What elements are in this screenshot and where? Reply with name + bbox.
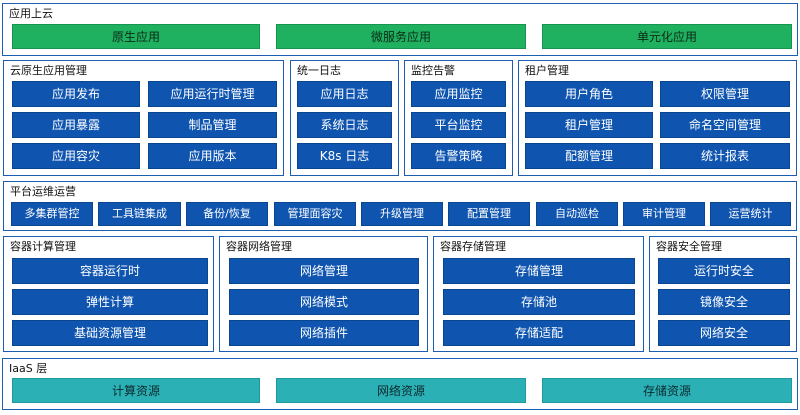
network-mode-box: 网络模式 xyxy=(229,289,419,315)
storage-adapter-box: 存储适配 xyxy=(443,320,635,346)
iaas-layer-panel: IaaS 层 计算资源 网络资源 存储资源 xyxy=(2,358,798,410)
unified-log-panel: 统一日志 应用日志 系统日志 K8s 日志 xyxy=(290,60,399,176)
platform-monitor-box: 平台监控 xyxy=(411,112,506,138)
microservice-app-box: 微服务应用 xyxy=(276,24,526,49)
system-log-box: 系统日志 xyxy=(297,112,392,138)
monitoring-panel: 监控告警 应用监控 平台监控 告警策略 xyxy=(404,60,513,176)
container-network-title: 容器网络管理 xyxy=(226,240,292,253)
app-log-box: 应用日志 xyxy=(297,81,392,107)
multi-cluster-box: 多集群管控 xyxy=(11,202,93,226)
iaas-layer-title: IaaS 层 xyxy=(9,362,48,375)
network-plugin-box: 网络插件 xyxy=(229,320,419,346)
tenant-item-box: 租户管理 xyxy=(525,112,653,138)
storage-pool-box: 存储池 xyxy=(443,289,635,315)
config-mgmt-box: 配置管理 xyxy=(448,202,530,226)
tenant-mgmt-panel: 租户管理 用户角色 权限管理 租户管理 命名空间管理 配额管理 统计报表 xyxy=(518,60,797,176)
platform-ops-title: 平台运维运营 xyxy=(10,185,76,198)
k8s-log-box: K8s 日志 xyxy=(297,143,392,169)
artifact-mgmt-box: 制品管理 xyxy=(148,112,277,138)
storage-mgmt-box: 存储管理 xyxy=(443,258,635,284)
ops-stats-box: 运营统计 xyxy=(710,202,791,226)
unified-log-title: 统一日志 xyxy=(297,64,341,77)
app-layer-title: 应用上云 xyxy=(9,7,53,20)
container-security-panel: 容器安全管理 运行时安全 镜像安全 网络安全 xyxy=(649,236,797,352)
platform-ops-panel: 平台运维运营 多集群管控 工具链集成 备份/恢复 管理面容灾 升级管理 配置管理… xyxy=(3,181,797,231)
audit-mgmt-box: 审计管理 xyxy=(623,202,705,226)
base-resource-box: 基础资源管理 xyxy=(12,320,208,346)
container-runtime-box: 容器运行时 xyxy=(12,258,208,284)
alert-policy-box: 告警策略 xyxy=(411,143,506,169)
cloud-native-mgmt-title: 云原生应用管理 xyxy=(10,64,87,77)
app-dr-box: 应用容灾 xyxy=(12,143,140,169)
monitoring-title: 监控告警 xyxy=(411,64,455,77)
backup-restore-box: 备份/恢复 xyxy=(186,202,268,226)
toolchain-box: 工具链集成 xyxy=(98,202,181,226)
container-network-panel: 容器网络管理 网络管理 网络模式 网络插件 xyxy=(219,236,428,352)
mgmt-plane-dr-box: 管理面容灾 xyxy=(274,202,356,226)
tenant-mgmt-title: 租户管理 xyxy=(525,64,569,77)
network-resource-box: 网络资源 xyxy=(276,378,526,403)
container-compute-title: 容器计算管理 xyxy=(10,240,76,253)
quota-mgmt-box: 配额管理 xyxy=(525,143,653,169)
permission-mgmt-box: 权限管理 xyxy=(660,81,790,107)
namespace-mgmt-box: 命名空间管理 xyxy=(660,112,790,138)
container-compute-panel: 容器计算管理 容器运行时 弹性计算 基础资源管理 xyxy=(3,236,214,352)
app-layer-panel: 应用上云 原生应用 微服务应用 单元化应用 xyxy=(2,3,798,56)
native-app-box: 原生应用 xyxy=(12,24,260,49)
auto-inspect-box: 自动巡检 xyxy=(536,202,618,226)
network-mgmt-box: 网络管理 xyxy=(229,258,419,284)
app-expose-box: 应用暴露 xyxy=(12,112,140,138)
app-version-box: 应用版本 xyxy=(148,143,277,169)
app-runtime-mgmt-box: 应用运行时管理 xyxy=(148,81,277,107)
upgrade-mgmt-box: 升级管理 xyxy=(361,202,443,226)
unitized-app-box: 单元化应用 xyxy=(542,24,792,49)
container-storage-title: 容器存储管理 xyxy=(440,240,506,253)
user-role-box: 用户角色 xyxy=(525,81,653,107)
runtime-security-box: 运行时安全 xyxy=(658,258,790,284)
app-monitor-box: 应用监控 xyxy=(411,81,506,107)
compute-resource-box: 计算资源 xyxy=(12,378,260,403)
container-storage-panel: 容器存储管理 存储管理 存储池 存储适配 xyxy=(433,236,644,352)
network-security-box: 网络安全 xyxy=(658,320,790,346)
stats-report-box: 统计报表 xyxy=(660,143,790,169)
image-security-box: 镜像安全 xyxy=(658,289,790,315)
storage-resource-box: 存储资源 xyxy=(542,378,792,403)
elastic-compute-box: 弹性计算 xyxy=(12,289,208,315)
container-security-title: 容器安全管理 xyxy=(656,240,722,253)
cloud-native-mgmt-panel: 云原生应用管理 应用发布 应用运行时管理 应用暴露 制品管理 应用容灾 应用版本 xyxy=(3,60,284,176)
app-release-box: 应用发布 xyxy=(12,81,140,107)
